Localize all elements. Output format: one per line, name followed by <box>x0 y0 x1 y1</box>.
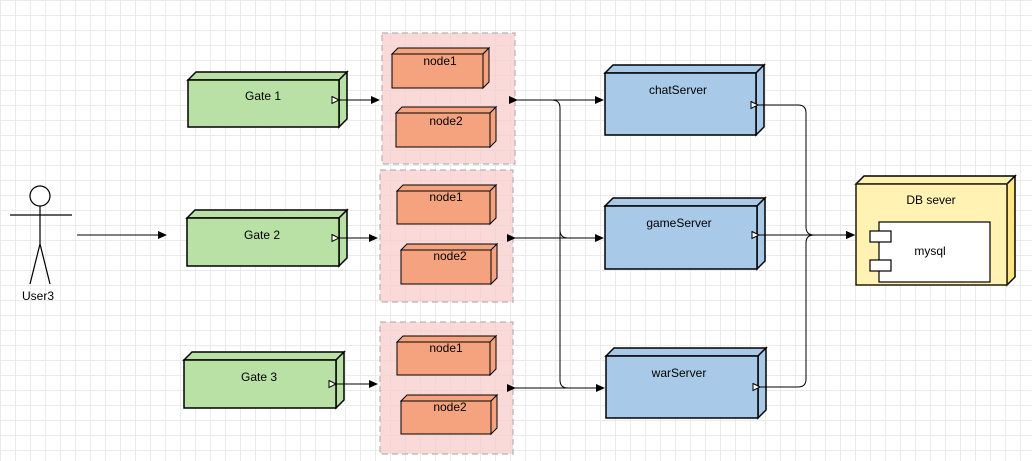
chat-server-box[interactable]: chatServer <box>603 63 766 137</box>
group-2-node-1-label: node1 <box>429 190 463 204</box>
game-server-box[interactable]: gameServer <box>603 196 767 271</box>
gate-3-box[interactable]: Gate 3 <box>182 350 346 410</box>
gate-1-label: Gate 1 <box>245 89 281 103</box>
actor-right-leg <box>39 243 51 285</box>
component-port-bottom <box>869 259 892 272</box>
actor-label: User3 <box>22 289 54 303</box>
group-3-node-2[interactable]: node2 <box>399 393 499 436</box>
edge-war-db <box>760 235 854 387</box>
actor-head <box>29 185 51 207</box>
group-1-node-2[interactable]: node2 <box>394 105 498 149</box>
group-2-node-2[interactable]: node2 <box>399 242 499 286</box>
gate-2-box[interactable]: Gate 2 <box>185 208 349 268</box>
db-server-label: DB sever <box>906 193 955 207</box>
group-1-node-1[interactable]: node1 <box>390 46 491 90</box>
edge-group1-war <box>559 230 604 389</box>
game-server-label: gameServer <box>646 216 711 230</box>
edge-group1-game <box>517 99 603 239</box>
war-server-label: warServer <box>651 366 707 380</box>
component-port-top <box>869 230 892 243</box>
gate-3-label: Gate 3 <box>241 370 277 384</box>
gate-2-label: Gate 2 <box>244 228 280 242</box>
edge-chat-db <box>758 105 854 235</box>
mysql-component[interactable]: mysql <box>869 221 991 283</box>
group-3-node-1[interactable]: node1 <box>395 334 498 377</box>
chat-server-label: chatServer <box>649 83 707 97</box>
mysql-label: mysql <box>914 244 945 258</box>
group-2-node-2-label: node2 <box>433 249 467 263</box>
group-1-node-1-label: node1 <box>423 54 457 68</box>
group-3-node-2-label: node2 <box>433 400 467 414</box>
group-2-node-1[interactable]: node1 <box>395 183 498 226</box>
war-server-box[interactable]: warServer <box>604 346 768 420</box>
gate-1-box[interactable]: Gate 1 <box>186 70 349 129</box>
user-actor[interactable]: User3 <box>10 185 72 303</box>
group-1-node-2-label: node2 <box>429 114 463 128</box>
group-3-node-1-label: node1 <box>429 341 463 355</box>
actor-left-leg <box>29 243 41 285</box>
